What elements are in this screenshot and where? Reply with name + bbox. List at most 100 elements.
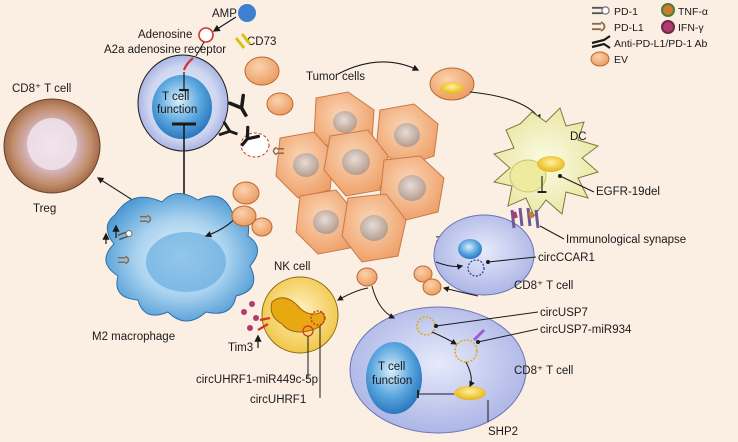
circccar1-pointer <box>487 256 537 263</box>
ev <box>244 56 280 86</box>
shp2-label: SHP2 <box>488 426 518 438</box>
a2a-receptor-icon <box>182 57 194 71</box>
tim3-label: Tim3 <box>228 342 253 354</box>
ev-to-tcell-arrow <box>435 261 464 270</box>
legend-label: IFN-γ <box>678 22 704 34</box>
right-tcell: Immunological synapse circCCAR1 CD8⁺ T c… <box>433 207 686 297</box>
dc-egfr-vesicle <box>537 156 565 172</box>
circusp7-mir-label: circUSP7-miR934 <box>540 324 632 336</box>
ev <box>266 92 294 116</box>
circuhrf1-icon <box>310 310 326 326</box>
synapse-pointer <box>539 225 565 240</box>
amp-icon <box>238 4 256 22</box>
cd73-label: CD73 <box>247 36 276 48</box>
ev-cargo <box>440 82 464 94</box>
circusp7-dot <box>434 324 438 328</box>
pdl1-icon <box>592 21 606 32</box>
legend-item-ifn: IFN-γ <box>661 20 704 34</box>
a2a-pointer <box>195 41 205 57</box>
mir934-icon <box>472 328 486 342</box>
amp-label: AMP <box>212 8 237 20</box>
tcell-nucleus <box>458 239 482 259</box>
tcell-nucleus <box>152 75 212 139</box>
adenosine-label: Adenosine <box>138 29 192 41</box>
egfr-label: EGFR-19del <box>596 186 660 198</box>
treg-label: Treg <box>33 203 56 215</box>
legend: PD-1 PD-L1 Anti-PD-L1/PD-1 Ab EV TNF-α I… <box>590 3 708 67</box>
mir-to-shp2-arrow <box>465 361 475 388</box>
antibody-icon <box>591 35 611 49</box>
circusp7-label: circUSP7 <box>540 307 588 319</box>
ev-to-bottom-tcell-arrow <box>371 285 396 319</box>
dc-ev-group <box>429 67 541 122</box>
macrophage-nucleus <box>146 232 226 292</box>
circusp7-mir-pointer <box>477 328 539 343</box>
treg-group: CD8⁺ T cell Treg <box>3 83 146 215</box>
legend-item-tnf: TNF-α <box>661 3 708 18</box>
ev <box>251 217 273 237</box>
ifn-icon <box>249 301 255 307</box>
circusp7-mir-dot <box>476 340 480 344</box>
tumor-cells-label: Tumor cells <box>306 71 365 83</box>
cd8-bottom-label: CD8⁺ T cell <box>514 365 573 377</box>
tumor-cell <box>379 155 445 221</box>
ev <box>356 267 378 287</box>
cd8-right-label: CD8⁺ T cell <box>514 280 573 292</box>
tcell-function-label-1: T cell <box>162 91 189 103</box>
synapse-receptors <box>510 207 540 229</box>
circccar1-dot <box>486 260 490 264</box>
m2-macrophage: M2 macrophage <box>92 193 258 343</box>
legend-label: Anti-PD-L1/PD-1 Ab <box>614 38 708 50</box>
legend-item-pdl1: PD-L1 <box>592 21 644 34</box>
ev <box>232 181 260 205</box>
tcell-function-label-2: function <box>157 104 197 116</box>
legend-item-ev: EV <box>590 51 628 67</box>
a2a-receptor-label: A2a adenosine receptor <box>104 44 226 56</box>
legend-item-pd1: PD-1 <box>592 5 638 18</box>
cd8-treg-title: CD8⁺ T cell <box>12 83 71 95</box>
tumor-to-ev-arrow <box>337 61 420 75</box>
egfr-pointer <box>559 175 595 193</box>
legend-item-antibody: Anti-PD-L1/PD-1 Ab <box>591 35 708 50</box>
dendritic-cell: DC EGFR-19del <box>492 107 660 217</box>
circusp7-pointer <box>435 311 539 327</box>
amp-group: AMP Adenosine A2a adenosine receptor CD7… <box>104 4 276 57</box>
ifn-icon <box>253 315 259 321</box>
tumor-cell <box>295 189 357 255</box>
top-tcell: T cell function <box>137 54 229 210</box>
adenosine-icon <box>198 27 214 43</box>
tnf-icon <box>528 211 534 219</box>
cd73-icon <box>234 33 252 49</box>
ev-cluster <box>218 56 442 296</box>
ev <box>422 278 442 296</box>
ev-to-nk-arrow <box>336 287 369 301</box>
pd1-icon <box>592 5 610 16</box>
tumor-cell <box>341 193 407 263</box>
egfr-dot <box>558 174 562 178</box>
tcell-function-label-1: T cell <box>378 361 405 373</box>
tcell-ev-arrow <box>442 286 479 297</box>
legend-label: EV <box>614 54 628 66</box>
ev <box>231 205 257 227</box>
ifn-icon <box>512 211 518 219</box>
ifn-icon <box>241 309 247 315</box>
circusp7-to-mir-arrow <box>431 331 458 345</box>
circuhrf1-label: circUHRF1 <box>250 394 306 406</box>
circuhrf1-mir-label: circUHRF1-miR449c-5p <box>196 374 318 386</box>
macrophage-label: M2 macrophage <box>92 331 175 343</box>
tumor-cell <box>275 131 335 199</box>
ifn-icon <box>661 20 675 34</box>
amp-to-adenosine-arrow <box>212 16 237 32</box>
circccar1-icon <box>467 259 485 277</box>
dc-label: DC <box>570 131 587 143</box>
nk-cell: NK cell Tim3 circUHRF1-miR449c-5p circUH… <box>196 261 369 406</box>
shp2-icon <box>454 386 486 400</box>
treg-nucleus <box>27 118 77 170</box>
circusp7-mir-icon <box>454 339 478 363</box>
antibody-icon <box>228 93 255 123</box>
nk-cell-label: NK cell <box>274 261 310 273</box>
tnf-icon <box>661 3 675 17</box>
ev-icon <box>590 51 610 67</box>
ev <box>413 265 433 283</box>
